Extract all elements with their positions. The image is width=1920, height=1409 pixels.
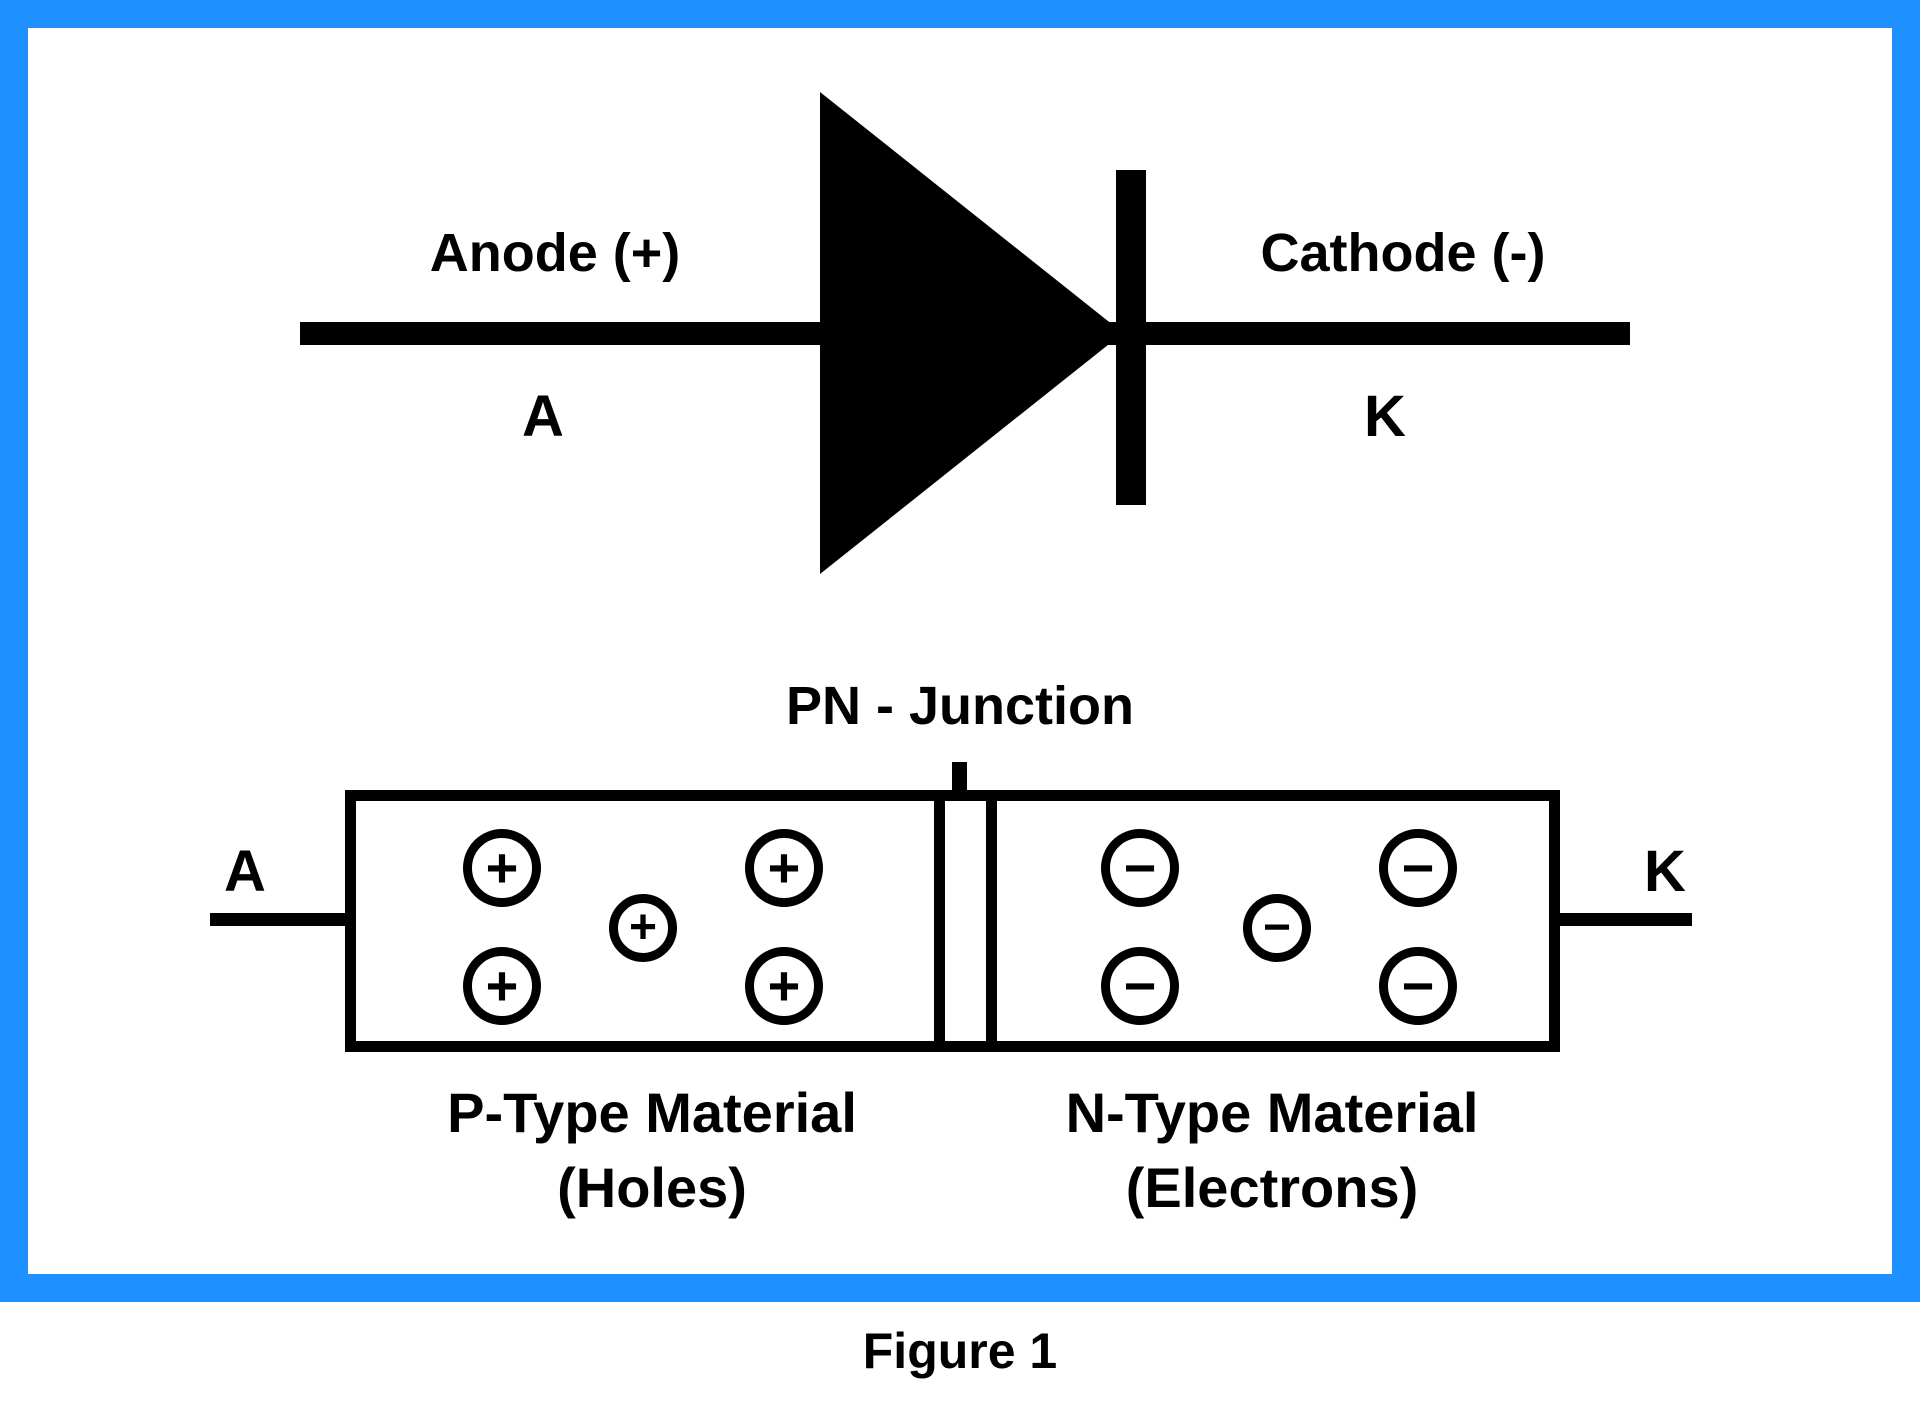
pn-junction-box <box>345 790 1560 1052</box>
hole-carrier-icon: + <box>609 894 677 962</box>
electron-carrier-icon: − <box>1101 947 1179 1025</box>
hole-carrier-icon: + <box>745 829 823 907</box>
hole-carrier-icon: + <box>745 947 823 1025</box>
hole-carrier-icon: + <box>463 829 541 907</box>
anode-terminal-label: A <box>522 384 564 449</box>
electron-carrier-icon: − <box>1243 894 1311 962</box>
electron-carrier-icon: − <box>1379 947 1457 1025</box>
p-type-label-line2: (Holes) <box>557 1156 747 1219</box>
junction-line-left <box>934 790 945 1052</box>
pn-cathode-terminal-label: K <box>1644 839 1686 904</box>
n-type-label-line2: (Electrons) <box>1125 1156 1419 1219</box>
electron-carrier-icon: − <box>1101 829 1179 907</box>
cathode-label: Cathode (-) <box>1260 223 1546 283</box>
cathode-lead <box>1560 913 1692 926</box>
pn-junction-label: PN - Junction <box>786 676 1134 736</box>
pn-anode-terminal-label: A <box>224 839 266 904</box>
anode-label: Anode (+) <box>429 223 681 283</box>
p-type-label-line1: P-Type Material <box>447 1081 857 1144</box>
figure-caption: Figure 1 <box>862 1323 1058 1379</box>
hole-carrier-icon: + <box>463 947 541 1025</box>
anode-lead <box>210 913 345 926</box>
diode-triangle-icon <box>820 92 1123 574</box>
cathode-terminal-label: K <box>1364 384 1406 449</box>
electron-carrier-icon: − <box>1379 829 1457 907</box>
n-type-label-line1: N-Type Material <box>1065 1081 1479 1144</box>
junction-line-right <box>986 790 997 1052</box>
cathode-bar-icon <box>1116 170 1146 505</box>
